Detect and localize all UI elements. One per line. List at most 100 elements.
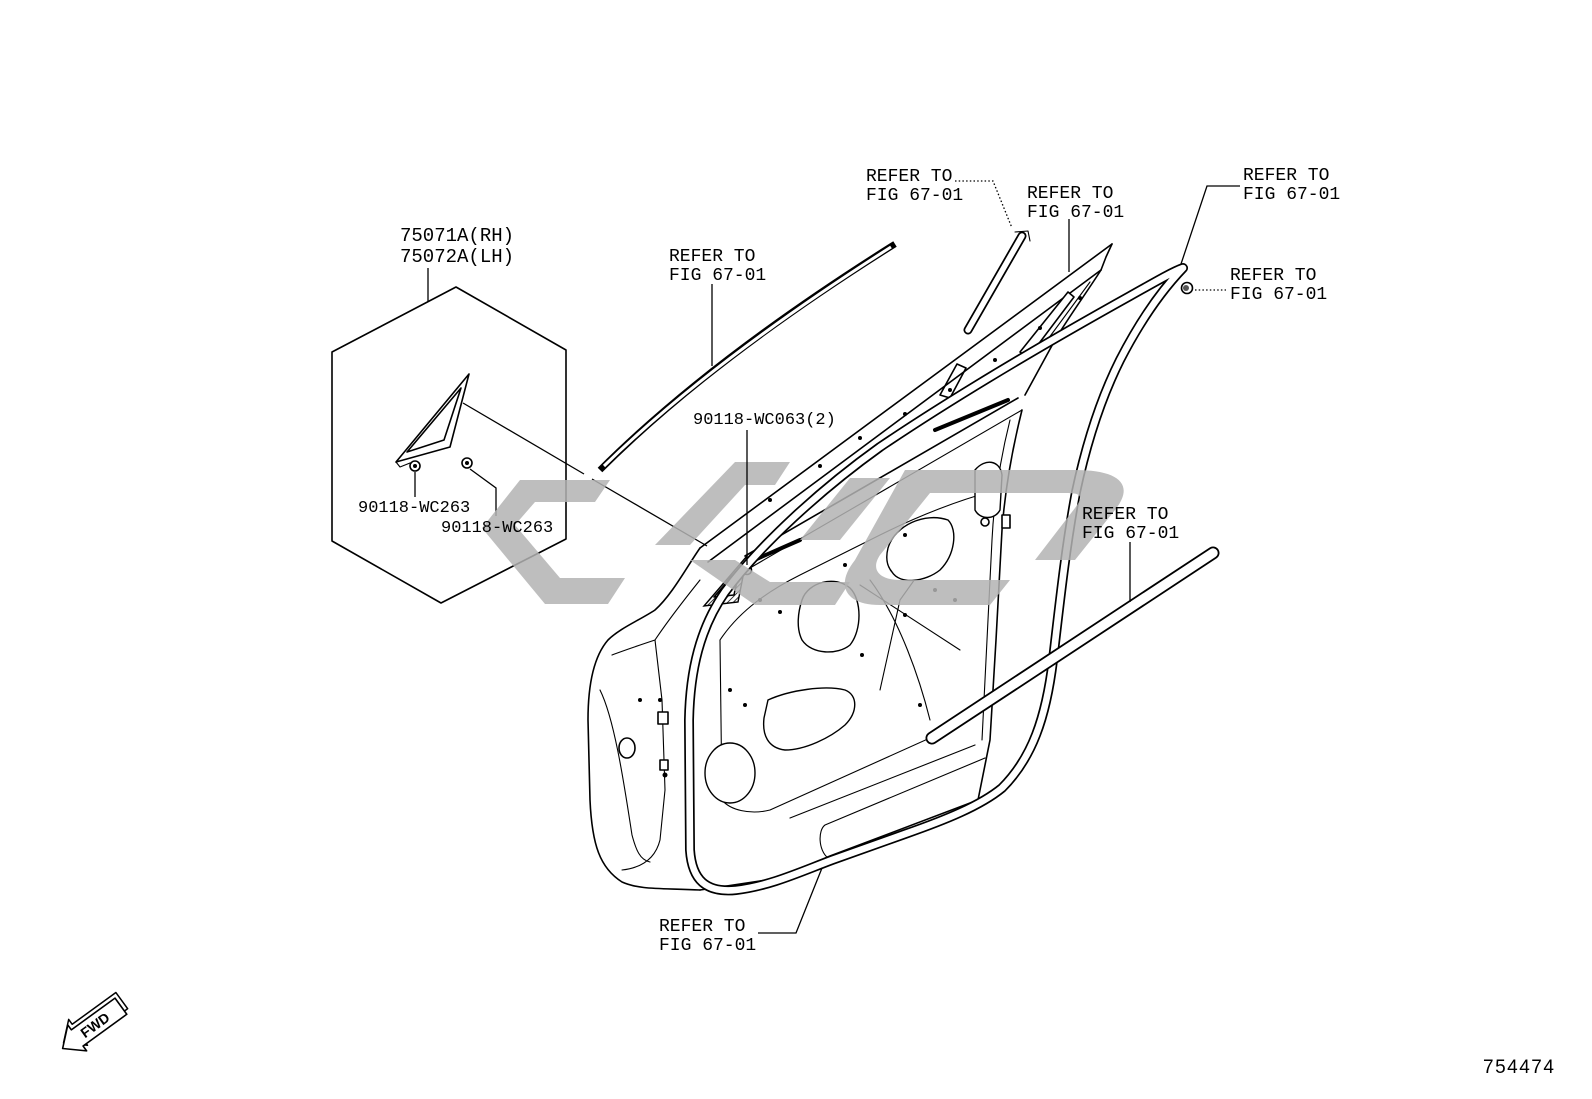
division-bar-bracket	[1014, 230, 1031, 242]
reference-line1: REFER TO	[1027, 184, 1113, 204]
fwd-arrow-front	[61, 997, 128, 1052]
part-label-rh: 75071A(RH)	[400, 225, 514, 247]
mounting-hole	[728, 688, 732, 692]
mounting-hole	[743, 703, 747, 707]
reference-callout-1: REFER TO FIG 67-01	[669, 247, 766, 286]
inner-panel-bottom	[719, 639, 971, 813]
mounting-hole	[1038, 326, 1042, 330]
leader-bolt-right	[469, 468, 497, 516]
door-bottom-edge	[699, 799, 979, 891]
reference-line2: FIG 67-01	[866, 186, 963, 206]
door-bottom-flange	[789, 744, 976, 819]
mounting-hole	[903, 533, 907, 537]
reference-line2: FIG 67-01	[659, 936, 756, 956]
mounting-hole	[658, 698, 662, 702]
hinge-face-top	[654, 579, 701, 641]
check-mount-hole	[659, 759, 669, 771]
reference-labels: REFER TO FIG 67-01 REFER TO FIG 67-01 RE…	[659, 166, 1340, 956]
leader-ref-4	[1180, 185, 1240, 265]
inner-panel-top	[719, 491, 991, 641]
reference-callout-5: REFER TO FIG 67-01	[1230, 266, 1327, 305]
belt-weatherstrip-rear	[933, 398, 1010, 432]
service-hole-rear	[886, 516, 955, 582]
door-panel	[587, 243, 1113, 891]
hinge-mount-hole	[657, 711, 669, 725]
latch-hole	[980, 517, 990, 527]
watermark-shape-right	[844, 470, 1124, 605]
watermark-shape-bar	[800, 478, 890, 540]
mounting-holes	[638, 296, 1082, 778]
latch-slot	[1001, 514, 1011, 529]
reference-line2: FIG 67-01	[1082, 524, 1179, 544]
reference-leaders	[711, 180, 1240, 934]
mounting-hole	[818, 464, 822, 468]
reference-line1: REFER TO	[866, 167, 952, 187]
outer-belt-moulding	[597, 241, 897, 473]
sash-inner-edge	[707, 269, 1102, 563]
hinge-access-hole	[618, 737, 636, 759]
door-front-edge	[587, 547, 701, 891]
reference-line1: REFER TO	[1230, 266, 1316, 286]
speaker-hole	[704, 742, 756, 804]
reference-line2: FIG 67-01	[1230, 285, 1327, 305]
mounting-hole	[778, 610, 782, 614]
detail-hexagon	[331, 286, 567, 604]
figure-number: 754474	[1483, 1057, 1555, 1078]
reference-callout-2: REFER TO FIG 67-01	[866, 167, 963, 206]
watermark-shape-slash	[655, 462, 790, 545]
mounting-hole	[843, 563, 847, 567]
inner-belt-strip	[925, 546, 1220, 745]
sash-outer-edge	[699, 243, 1113, 549]
sash-tip	[1100, 243, 1113, 271]
mounting-hole	[662, 772, 668, 778]
reference-callout-3: REFER TO FIG 67-01	[1027, 184, 1124, 223]
mounting-hole	[918, 703, 922, 707]
bolt-right-icon	[461, 457, 473, 469]
mounting-hole	[858, 436, 862, 440]
mounting-hole	[993, 358, 997, 362]
quarter-glass-inner	[406, 387, 462, 453]
reference-line2: FIG 67-01	[1243, 185, 1340, 205]
fwd-arrow-icon: FWD	[61, 991, 129, 1052]
reference-line1: REFER TO	[669, 247, 755, 267]
bolt-left-icon	[409, 460, 421, 472]
mounting-hole	[903, 613, 907, 617]
bolt-label-left: 90118-WC263	[358, 499, 470, 518]
detail-hexagon-group	[331, 268, 567, 604]
reference-line1: REFER TO	[1243, 166, 1329, 186]
reference-line2: FIG 67-01	[669, 266, 766, 286]
mounting-hole	[903, 412, 907, 416]
door-bottom-channel	[819, 757, 986, 859]
door-weatherstrip	[684, 263, 1188, 896]
service-hole-lower	[762, 687, 856, 751]
mounting-hole	[638, 698, 642, 702]
division-bar-strip	[939, 230, 1031, 399]
quarter-glass-tab	[395, 461, 411, 468]
reference-line1: REFER TO	[659, 917, 745, 937]
quarter-glass-outer	[395, 373, 470, 463]
clip-icon	[1180, 281, 1194, 295]
bolt-label-right: 90118-WC263	[441, 519, 553, 538]
reference-line1: REFER TO	[1082, 505, 1168, 525]
watermark-shape-left	[482, 480, 625, 604]
leader-ref-7	[758, 867, 823, 934]
connector-line-a	[462, 402, 585, 475]
reference-callout-6: REFER TO FIG 67-01	[1082, 505, 1179, 544]
reference-line2: FIG 67-01	[1027, 203, 1124, 223]
part-labels: 75071A(RH) 75072A(LH) 90118-WC263 90118-…	[358, 225, 836, 538]
division-bar-tab	[939, 363, 967, 399]
hinge-face-inner	[611, 639, 666, 871]
watermark-logo	[482, 462, 1124, 605]
mounting-hole	[948, 388, 952, 392]
reference-callout-4: REFER TO FIG 67-01	[1243, 166, 1340, 205]
reference-callout-7: REFER TO FIG 67-01	[659, 917, 756, 956]
mounting-hole	[1078, 296, 1082, 300]
belt-line-outer	[744, 397, 1019, 557]
door-bolt-label: 90118-WC063(2)	[693, 411, 836, 430]
leader-ref-2	[955, 180, 1013, 229]
part-label-lh: 75072A(LH)	[400, 246, 514, 268]
hinge-face-curve	[599, 689, 651, 863]
mounting-hole	[860, 653, 864, 657]
mounting-hole	[768, 498, 772, 502]
